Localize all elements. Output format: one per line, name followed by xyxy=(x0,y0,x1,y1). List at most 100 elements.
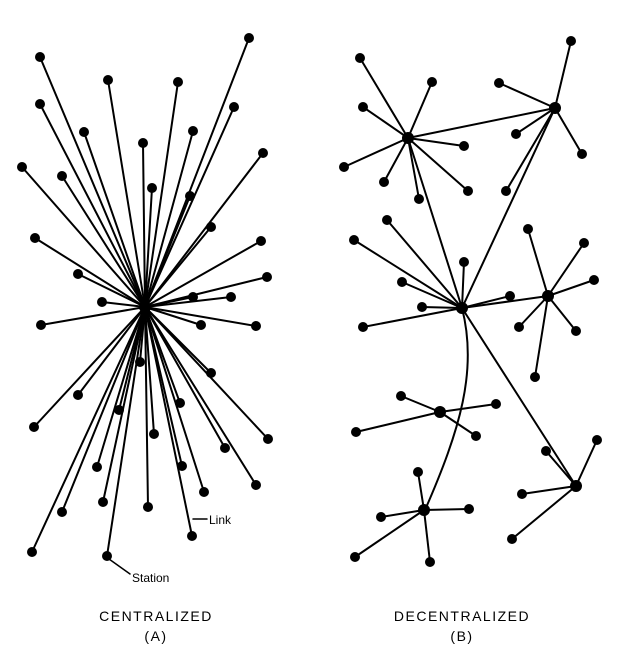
station xyxy=(35,99,45,109)
link xyxy=(343,137,409,168)
station xyxy=(456,302,468,314)
station xyxy=(251,321,261,331)
link xyxy=(359,57,409,139)
station xyxy=(92,462,102,472)
link xyxy=(407,137,420,200)
station xyxy=(549,102,561,114)
centralized-letter: (A) xyxy=(144,628,167,644)
station xyxy=(27,547,37,557)
link xyxy=(77,306,146,396)
link-label: Link xyxy=(209,513,232,527)
link xyxy=(505,107,556,192)
station xyxy=(196,320,206,330)
decentralized-caption: DECENTRALIZED xyxy=(394,608,530,624)
link xyxy=(575,439,598,487)
link xyxy=(144,130,194,308)
station xyxy=(220,443,230,453)
station xyxy=(523,224,533,234)
station xyxy=(229,102,239,112)
link xyxy=(547,279,595,297)
link xyxy=(400,395,441,413)
link xyxy=(40,306,146,326)
link xyxy=(144,106,235,308)
station xyxy=(199,487,209,497)
station xyxy=(589,275,599,285)
station xyxy=(514,322,524,332)
link xyxy=(407,137,463,309)
station xyxy=(425,557,435,567)
link xyxy=(144,152,264,308)
centralized-network xyxy=(17,33,273,561)
link xyxy=(515,107,556,135)
station xyxy=(143,502,153,512)
station xyxy=(414,194,424,204)
link xyxy=(407,137,465,147)
station xyxy=(570,480,582,492)
station xyxy=(501,186,511,196)
station xyxy=(592,435,602,445)
link xyxy=(77,273,146,308)
station xyxy=(358,322,368,332)
station xyxy=(57,507,67,517)
decentralized-network xyxy=(339,36,602,567)
station xyxy=(418,504,430,516)
station xyxy=(187,531,197,541)
link xyxy=(461,307,577,487)
centralized-caption: CENTRALIZED xyxy=(99,608,213,624)
station xyxy=(114,405,124,415)
station xyxy=(17,162,27,172)
link xyxy=(144,296,232,308)
station xyxy=(396,391,406,401)
link xyxy=(423,508,470,511)
link xyxy=(547,295,577,332)
station xyxy=(30,233,40,243)
station xyxy=(256,236,266,246)
link xyxy=(439,403,497,413)
station xyxy=(175,398,185,408)
station xyxy=(494,78,504,88)
link xyxy=(144,306,226,449)
link xyxy=(362,307,463,328)
station xyxy=(244,33,254,43)
station xyxy=(511,129,521,139)
link xyxy=(554,107,583,155)
link xyxy=(423,509,431,563)
link xyxy=(144,306,257,486)
link xyxy=(31,306,146,553)
link xyxy=(101,301,146,308)
station xyxy=(459,141,469,151)
station xyxy=(138,138,148,148)
station xyxy=(577,149,587,159)
station-label: Station xyxy=(132,571,169,585)
link xyxy=(383,137,409,183)
link xyxy=(534,295,549,378)
station xyxy=(350,552,360,562)
station xyxy=(97,297,107,307)
station xyxy=(517,489,527,499)
link xyxy=(461,107,556,309)
station xyxy=(379,177,389,187)
link xyxy=(142,142,146,308)
link xyxy=(144,306,155,435)
link xyxy=(61,175,146,308)
link xyxy=(144,306,205,493)
link xyxy=(107,79,146,308)
station xyxy=(376,512,386,522)
station xyxy=(57,171,67,181)
link xyxy=(407,107,556,139)
link xyxy=(144,81,179,308)
station xyxy=(98,497,108,507)
link xyxy=(61,306,146,513)
station xyxy=(149,429,159,439)
link xyxy=(407,81,433,139)
link xyxy=(386,219,463,309)
station xyxy=(464,504,474,514)
link xyxy=(144,195,191,308)
station xyxy=(349,235,359,245)
link xyxy=(547,242,585,297)
station xyxy=(73,390,83,400)
station xyxy=(434,406,446,418)
station xyxy=(135,357,145,367)
decentralized-letter: (B) xyxy=(450,628,473,644)
station xyxy=(507,534,517,544)
